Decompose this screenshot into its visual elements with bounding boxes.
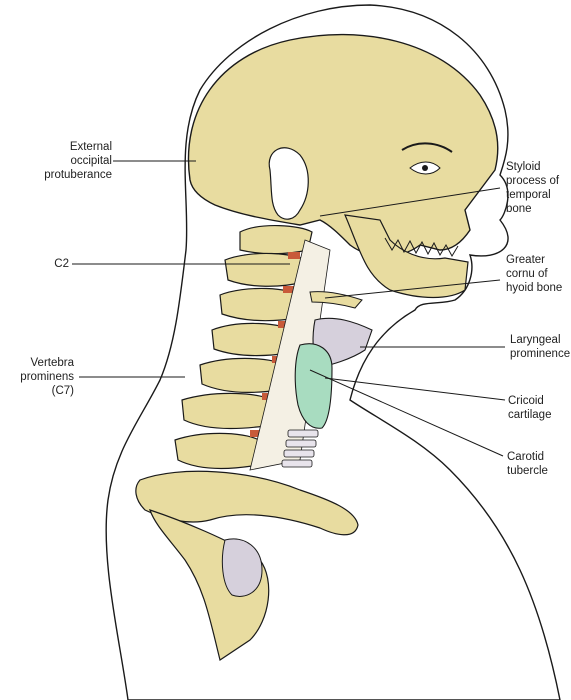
leader-carotid xyxy=(309,369,504,457)
trachea xyxy=(281,429,319,468)
label-line: occipital xyxy=(70,155,112,167)
label-line: (C7) xyxy=(51,385,74,397)
label-line: Cricoid xyxy=(508,395,544,407)
label-line: Laryngeal xyxy=(510,334,561,346)
label-line: External xyxy=(69,141,112,153)
leader-greater-cornu xyxy=(324,279,501,299)
label-carotid-tubercle: Carotid tubercle xyxy=(507,450,548,478)
label-line: cornu of xyxy=(506,268,548,280)
label-line: cartilage xyxy=(508,409,552,421)
label-vertebra-prominens: Vertebra prominens (C7) xyxy=(20,356,74,398)
label-c2: C2 xyxy=(54,257,69,271)
ear xyxy=(268,147,309,220)
teeth xyxy=(384,237,459,258)
pupil xyxy=(422,165,428,171)
label-line: Greater xyxy=(506,254,545,266)
label-line: hyoid bone xyxy=(506,282,563,294)
label-line: process of xyxy=(506,175,560,187)
label-greater-cornu: Greater cornu of hyoid bone xyxy=(506,253,562,295)
humeral-head xyxy=(221,538,263,597)
eyebrow xyxy=(401,142,453,153)
label-line: prominence xyxy=(510,348,571,360)
cervical-vertebrae xyxy=(174,224,313,470)
leader-lines xyxy=(72,160,506,457)
label-laryngeal-prominence: Laryngeal prominence xyxy=(510,333,570,361)
label-styloid-process: Styloid process of temporal bone xyxy=(506,160,559,216)
label-line: Vertebra xyxy=(30,357,74,369)
label-line: C2 xyxy=(54,258,69,270)
clavicle xyxy=(135,470,359,536)
cricoid-cartilage xyxy=(294,343,333,429)
label-line: prominens xyxy=(20,371,74,383)
label-line: temporal xyxy=(506,189,551,201)
hyoid-bone xyxy=(309,291,363,309)
label-line: protuberance xyxy=(44,169,112,181)
label-line: Styloid xyxy=(506,161,541,173)
leader-styloid xyxy=(319,187,501,217)
label-external-occipital-protuberance: External occipital protuberance xyxy=(44,140,112,182)
mandible xyxy=(344,214,469,299)
label-line: bone xyxy=(506,203,532,215)
label-line: tubercle xyxy=(507,465,548,477)
label-line: Carotid xyxy=(507,451,545,463)
scapula xyxy=(149,509,270,661)
leader-cricoid xyxy=(324,377,506,401)
label-cricoid-cartilage: Cricoid cartilage xyxy=(508,394,551,422)
